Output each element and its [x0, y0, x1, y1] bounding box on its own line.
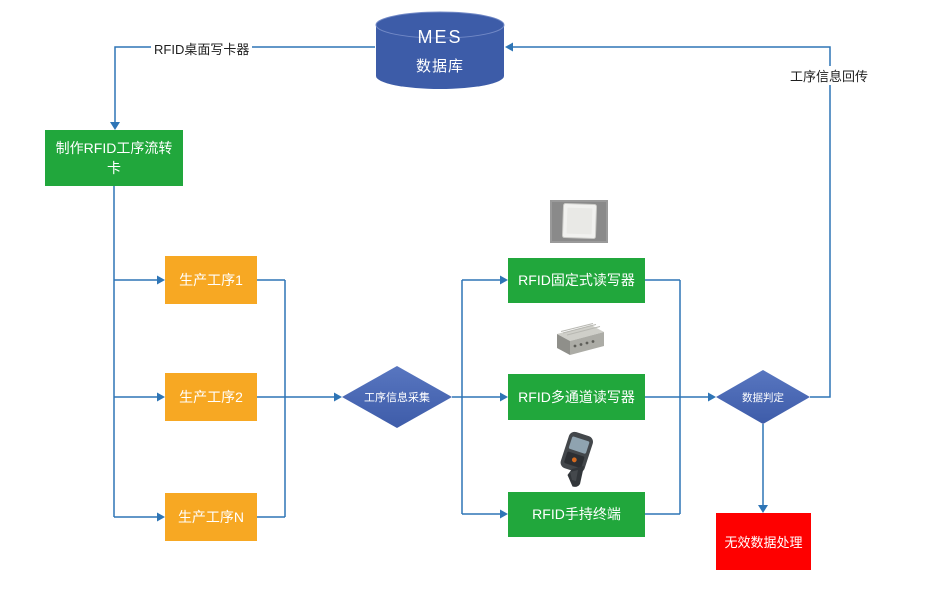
invalid-data-label: 无效数据处理 — [724, 535, 803, 550]
judge-decision-label: 数据判定 — [742, 391, 784, 404]
multi-channel-reader-label: RFID多通道读写器 — [518, 388, 635, 405]
mes-db-subtitle: 数据库 — [415, 58, 464, 75]
handheld-terminal-label: RFID手持终端 — [532, 506, 621, 523]
node-process-1: 生产工序1 — [165, 256, 257, 304]
node-mes-database: MES 数据库 — [375, 11, 505, 90]
node-make-rfid-card: 制作RFID工序流转卡 — [45, 130, 183, 186]
mes-db-title: MES — [417, 27, 463, 47]
multi-channel-rfid-reader-image — [547, 317, 608, 362]
collect-decision-label: 工序信息采集 — [364, 392, 430, 404]
node-process-2: 生产工序2 — [165, 373, 257, 421]
process-1-label: 生产工序1 — [179, 272, 243, 288]
handheld-rfid-terminal-image — [542, 431, 610, 489]
database-cylinder-shape — [375, 11, 505, 89]
node-invalid-data: 无效数据处理 — [716, 513, 811, 570]
make-rfid-card-label: 制作RFID工序流转卡 — [55, 139, 173, 176]
node-process-n: 生产工序N — [165, 493, 257, 541]
node-multi-channel-reader: RFID多通道读写器 — [508, 374, 645, 420]
fixed-rfid-reader-image — [550, 200, 608, 243]
edge-label-desktop-writer: RFID桌面写卡器 — [151, 39, 253, 58]
process-2-label: 生产工序2 — [179, 389, 243, 405]
fixed-reader-label: RFID固定式读写器 — [518, 272, 635, 289]
node-fixed-reader: RFID固定式读写器 — [508, 258, 645, 303]
edge-label-info-return: 工序信息回传 — [787, 66, 872, 85]
mes-database-label: MES 数据库 — [375, 11, 505, 90]
process-n-label: 生产工序N — [177, 509, 245, 525]
node-handheld-terminal: RFID手持终端 — [508, 492, 645, 537]
